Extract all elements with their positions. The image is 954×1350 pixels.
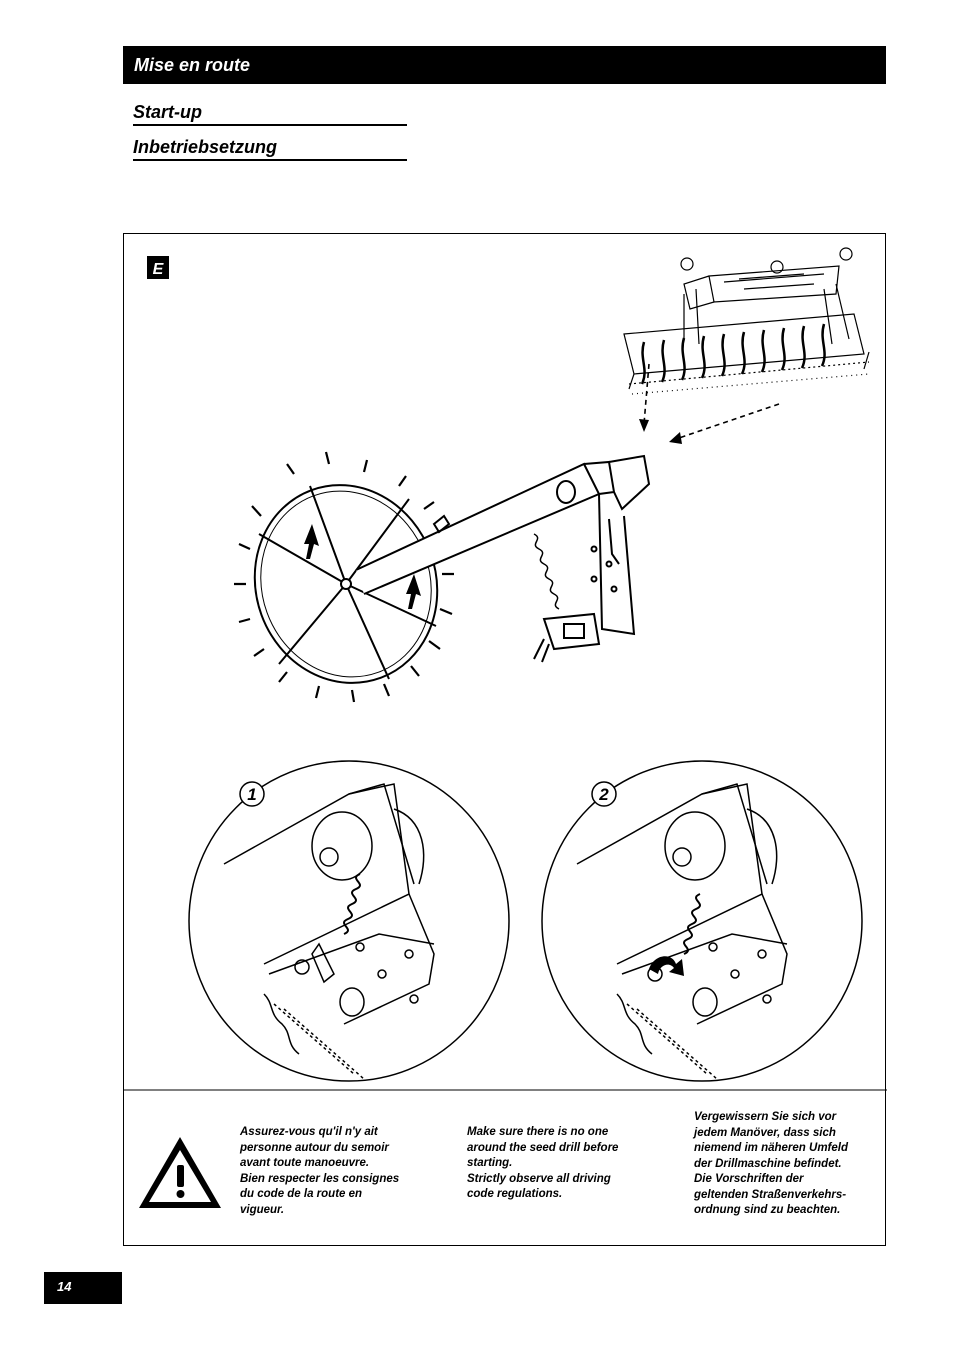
seed-drill-drawing: [623, 247, 870, 395]
arrow-head-icon: [669, 432, 682, 444]
track-wheel-drawing: [234, 451, 651, 703]
arrow-head-icon: [639, 419, 649, 432]
section-title: Mise en route: [134, 55, 251, 75]
detail-view-1: 1: [188, 760, 510, 1082]
rotate-arrow-icon: [649, 956, 684, 976]
detail-label-2: 2: [598, 785, 609, 804]
detail-view-2: 2: [541, 760, 863, 1082]
section-title-bar: Mise en route: [123, 46, 886, 84]
subtitle-english: Start-up: [133, 101, 407, 126]
figure-frame: E: [123, 233, 887, 1246]
figure-label-box: [147, 256, 169, 279]
wheel-arrow-icon: [304, 524, 421, 609]
subtitle-german: Inbetriebsetzung: [133, 136, 407, 161]
detail-label-1: 1: [247, 785, 256, 804]
dashed-arrow-lines: [643, 363, 780, 440]
warning-triangle-icon: [139, 1137, 221, 1208]
page-number: 14: [44, 1272, 122, 1304]
warning-text-german: Vergewissern Sie sich vor jedem Manöver,…: [694, 1111, 849, 1216]
figure-illustration: E: [124, 247, 887, 1208]
warning-text-english: Make sure there is no one around the see…: [467, 1126, 619, 1200]
warning-text-french: Assurez-vous qu'il n'y ait personne auto…: [240, 1126, 400, 1216]
figure-label: E: [153, 261, 165, 278]
